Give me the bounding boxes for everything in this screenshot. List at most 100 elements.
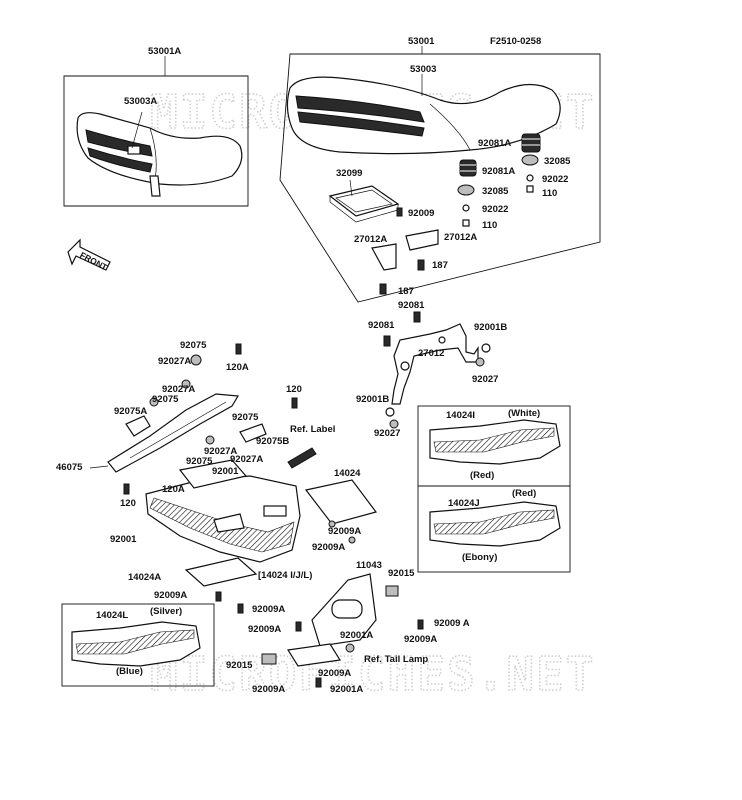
part-label: 120 <box>120 498 136 509</box>
bolt-120A-top <box>235 343 242 355</box>
watermark-bottom: MICROFICHES.NET <box>150 647 595 701</box>
cover-14024A <box>184 557 258 587</box>
seat-alt-box <box>63 75 249 207</box>
part-label: 92081 <box>368 320 395 331</box>
part-label: 92009A <box>154 590 187 601</box>
part-label: 46075 <box>56 462 83 473</box>
part-label: 14024J <box>448 498 480 509</box>
color-label: (Blue) <box>116 666 143 677</box>
bolt-120-right <box>291 397 298 409</box>
screw-92009A-plate2 <box>348 536 356 544</box>
part-label: 53003A <box>124 96 157 107</box>
bracket-27012A-right <box>405 229 439 251</box>
ref-label-text: Ref. Label <box>290 424 335 435</box>
cap-92075-mid <box>181 379 191 389</box>
part-label: 120A <box>162 484 185 495</box>
color-label: (White) <box>508 408 540 419</box>
part-label: 92009A <box>318 668 351 679</box>
front-arrow-label: FRONT <box>78 250 109 273</box>
color-box-14024J <box>417 485 571 573</box>
nut-92027-left <box>389 419 399 429</box>
bolt-120A-left <box>123 483 130 495</box>
grip-92075A <box>125 415 151 437</box>
screw-92009A-bracket1 <box>295 621 302 632</box>
part-label: 120 <box>286 384 302 395</box>
part-label: 92009A <box>404 634 437 645</box>
part-label: 92027A <box>230 454 263 465</box>
tray-32099 <box>328 185 400 223</box>
part-label: 92075 <box>186 456 213 467</box>
bushing-32085-lower <box>457 184 475 196</box>
part-label: 92027 <box>472 374 498 385</box>
color-label: (Red) <box>470 470 494 481</box>
part-label: 187 <box>398 286 414 297</box>
part-label: 92075 <box>180 340 207 351</box>
part-label: 14024 <box>334 468 361 479</box>
screw-92009A-plate1 <box>328 520 336 528</box>
seat-53001A-drawing <box>76 112 243 197</box>
part-label: 53001A <box>148 46 181 57</box>
plate-92015-lower <box>287 643 341 667</box>
washer-92022-lower <box>462 204 470 212</box>
ref-label-sticker <box>287 447 317 469</box>
part-label: 187 <box>432 260 448 271</box>
figure-code: F2510-0258 <box>490 36 541 47</box>
part-label: 92001B <box>474 322 507 333</box>
part-label: 92081A <box>478 138 511 149</box>
part-label: 110 <box>542 188 557 199</box>
cap-92075-left <box>149 397 159 407</box>
leader-53003A <box>131 111 143 149</box>
color-label: (Ebony) <box>462 552 497 563</box>
part-label: 32085 <box>482 186 509 197</box>
part-label: 92001B <box>356 394 389 405</box>
nut-110-lower <box>462 219 470 227</box>
part-label: 53003 <box>410 64 436 75</box>
washer-92022-upper <box>526 174 534 182</box>
part-label: 92081A <box>482 166 515 177</box>
color-label: (Silver) <box>150 606 182 617</box>
part-label: 92009A <box>252 684 285 695</box>
bolt-92081-top <box>413 311 421 323</box>
screw-92009A-14024A-2 <box>237 603 244 614</box>
cover-14024L-drawing <box>71 621 201 667</box>
plate-14024 <box>304 479 378 525</box>
grip-92075B <box>239 423 267 443</box>
grommet-92001B-left <box>385 407 395 417</box>
screw-92009A-14024A <box>215 591 222 602</box>
tail-cover-14024 <box>145 459 301 563</box>
front-arrow: FRONT <box>67 238 111 273</box>
nut-92015-lower <box>261 653 277 665</box>
screw-92009A-bracket3 <box>417 619 424 630</box>
seat-main-box <box>279 53 601 303</box>
part-label: 92022 <box>542 174 568 185</box>
part-label: 92015 <box>226 660 253 671</box>
screw-92009A-bracket2 <box>315 677 322 688</box>
cover-14024I-drawing <box>429 419 561 465</box>
part-label: 92009A <box>312 542 345 553</box>
bracket-27012A-left <box>371 243 397 271</box>
part-label: 92027A <box>162 384 195 395</box>
part-label: 27012 <box>418 348 444 359</box>
leader-32099 <box>349 179 353 197</box>
part-label: 92001A <box>340 630 373 641</box>
bolt-92009 <box>396 207 403 217</box>
grommet-92001B-right <box>481 343 491 353</box>
part-label: 92027A <box>204 446 237 457</box>
part-label: 92075B <box>256 436 289 447</box>
ref-tail-lamp-text: Ref. Tail Lamp <box>364 654 428 665</box>
part-label: 32085 <box>544 156 571 167</box>
cover-14024J-drawing <box>429 501 561 547</box>
part-label: 92027A <box>158 356 191 367</box>
part-label: 92009A <box>252 604 285 615</box>
seat-53001-drawing <box>286 76 561 155</box>
part-label: 27012A <box>444 232 477 243</box>
bolt-187-right <box>417 259 425 271</box>
part-label: 110 <box>482 220 497 231</box>
spring-92081A-lower <box>459 159 477 177</box>
part-label: 27012A <box>354 234 387 245</box>
part-label: 14024A <box>128 572 161 583</box>
part-label: 92001 <box>212 466 239 477</box>
color-label: (Red) <box>512 488 536 499</box>
